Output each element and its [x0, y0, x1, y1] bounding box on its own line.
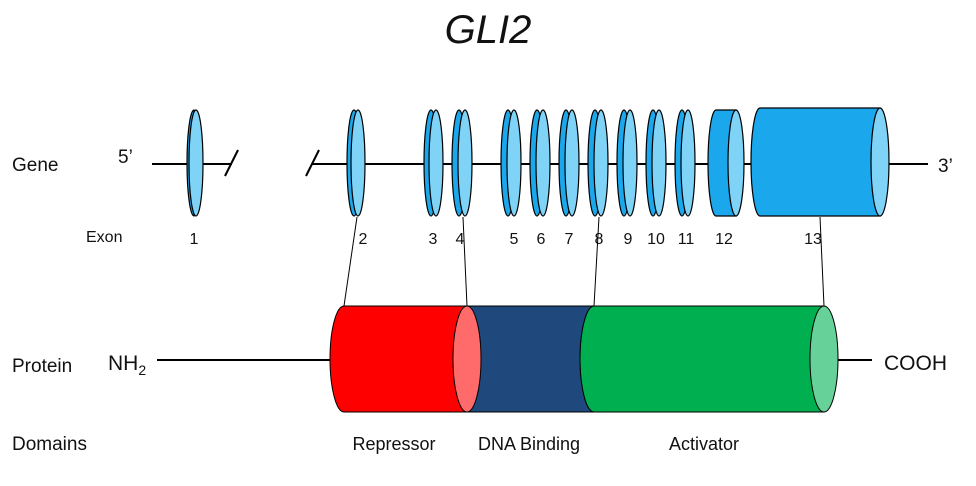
- exon-4: [451, 109, 473, 217]
- exon-number-1: 1: [189, 231, 199, 248]
- diagram-title: GLI2: [444, 8, 532, 52]
- exon-11: [674, 109, 696, 217]
- domain-dna-binding: [466, 305, 595, 413]
- exon-number-3: 3: [428, 231, 438, 248]
- exon-2: [346, 109, 366, 217]
- exon-number-7: 7: [564, 231, 574, 248]
- exon-number-12: 12: [715, 231, 733, 248]
- gene-row-label: Gene: [12, 155, 59, 176]
- exon-number-6: 6: [536, 231, 546, 248]
- exon-1: [186, 109, 204, 217]
- exon-number-10: 10: [647, 231, 665, 248]
- mapping-line-exon-8: [593, 216, 600, 307]
- n-terminus-label: NH2: [108, 352, 147, 379]
- mapping-line-exon-4: [462, 216, 468, 307]
- exon-number-2: 2: [358, 231, 368, 248]
- c-terminus-label: COOH: [884, 352, 947, 375]
- exon-13: [750, 107, 890, 217]
- mapping-line-exon-2: [343, 216, 358, 307]
- protein-row-label: Protein: [12, 356, 73, 377]
- domain-activator: [579, 305, 839, 413]
- exon-number-11: 11: [677, 231, 695, 248]
- domain-label-repressor: Repressor: [352, 434, 436, 454]
- exon-12: [707, 109, 745, 217]
- exon-number-9: 9: [623, 231, 633, 248]
- exon-number-5: 5: [509, 231, 519, 248]
- exon-9: [616, 109, 638, 217]
- exon-7: [558, 109, 580, 217]
- exon-number-13: 13: [804, 231, 822, 248]
- exon-10: [645, 109, 667, 217]
- exon-5: [500, 109, 522, 217]
- exon-8: [587, 109, 609, 217]
- five-prime-label: 5’: [118, 147, 133, 168]
- exon-number-8: 8: [594, 231, 604, 248]
- three-prime-label: 3’: [938, 156, 953, 177]
- domain-label-activator: Activator: [668, 434, 740, 454]
- exon-number-4: 4: [455, 231, 465, 248]
- exon-row-label: Exon: [86, 229, 123, 246]
- domain-label-dna-binding: DNA Binding: [477, 434, 581, 454]
- domains-row-label: Domains: [12, 434, 87, 455]
- mapping-line-exon-13: [819, 216, 825, 307]
- exon-6: [529, 109, 551, 217]
- exon-3: [423, 109, 444, 217]
- domain-repressor: [329, 305, 482, 413]
- line-break-mark-right: [305, 149, 320, 177]
- line-break-mark-left: [224, 149, 239, 177]
